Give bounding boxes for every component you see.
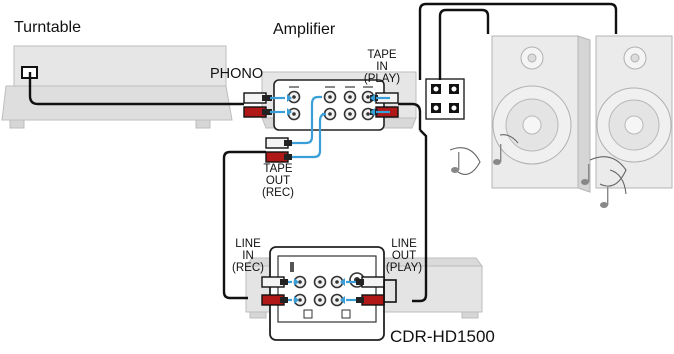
tape-out-label: TAPE OUT (REC): [257, 163, 299, 199]
amplifier-label: Amplifier: [273, 21, 336, 38]
tape-in-label: TAPE IN (PLAY): [362, 49, 402, 85]
phono-cable: [28, 72, 244, 106]
speaker-left: [491, 35, 591, 193]
line-out-line-2: OUT: [391, 250, 417, 263]
line-in-line-3: (REC): [232, 262, 264, 275]
tape-out-line-1: TAPE: [263, 163, 293, 175]
tape-in-line-3: (PLAY): [363, 73, 401, 86]
tape-in-line-1: TAPE: [367, 49, 397, 61]
line-out-line-1: LINE: [391, 238, 417, 250]
plugs: [243, 92, 399, 306]
turntable: [1, 45, 233, 129]
speaker-right: [595, 35, 673, 189]
amplifier-rear-panel: [273, 79, 385, 131]
cdr-hd1500: [245, 246, 483, 341]
tape-out-line-3: (REC): [262, 187, 294, 200]
line-in-label: LINE IN (REC): [228, 238, 268, 274]
line-out-label: LINE OUT (PLAY): [382, 238, 426, 274]
line-in-line-1: LINE: [235, 238, 261, 250]
line-out-line-3: (PLAY): [385, 262, 423, 275]
cables: [28, 2, 618, 303]
phono-label: PHONO: [210, 66, 264, 82]
line-out-cable: [412, 129, 428, 303]
cdr-hd1500-label: CDR-HD1500: [390, 327, 495, 346]
line-in-line-2: IN: [242, 250, 254, 263]
music-notes: [449, 134, 627, 195]
cdr-rear-panel: [269, 246, 385, 341]
signal-arrows: [270, 95, 390, 302]
tape-in-line-2: IN: [376, 61, 388, 74]
turntable-label: Turntable: [14, 19, 81, 36]
tape-out-line-2: OUT: [265, 175, 291, 188]
line-in-cable: [222, 150, 266, 300]
